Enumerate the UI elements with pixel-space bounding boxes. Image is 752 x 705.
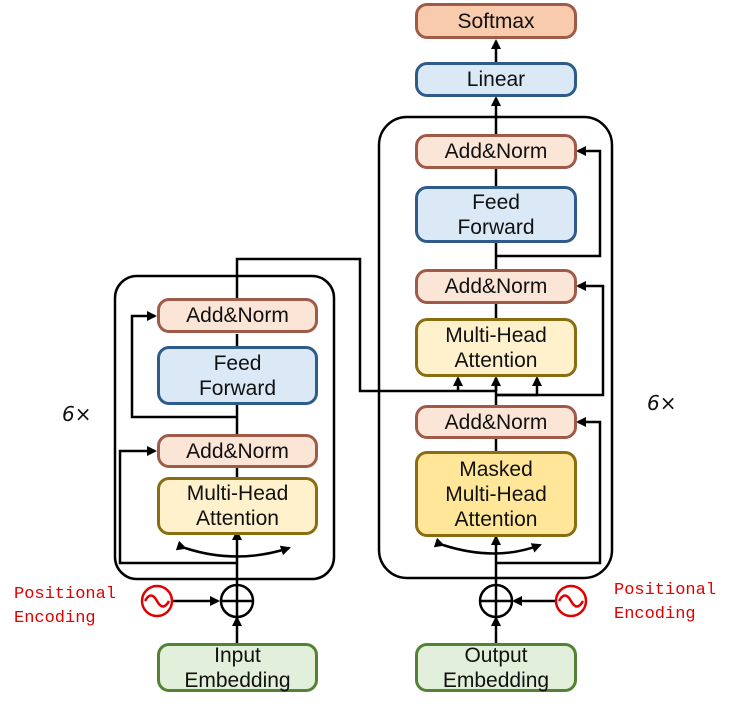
dec-residual-2 (496, 281, 605, 397)
encoder-feed-forward-box: Feed Forward (157, 346, 318, 405)
output-embedding-label: Output Embedding (442, 643, 550, 692)
input-embedding-box: Input Embedding (157, 643, 318, 692)
decoder-add-norm-2-box: Add&Norm (415, 269, 577, 304)
decoder-add-norm-1-box: Add&Norm (415, 405, 577, 439)
enc-attention-fan (175, 540, 291, 558)
enc-residual-2 (130, 311, 237, 419)
encoder-add-norm-1-box: Add&Norm (157, 434, 318, 468)
linear-box: Linear (415, 62, 577, 97)
encoder-add-norm-2-box: Add&Norm (157, 298, 318, 333)
decoder-feed-forward-box: Feed Forward (415, 186, 577, 243)
encoder-add-norm-1-label: Add&Norm (186, 439, 289, 463)
encoder-feed-forward-label: Feed Forward (198, 351, 277, 400)
decoder-add-norm-1-label: Add&Norm (444, 410, 548, 434)
decoder-cross-attention-label: Multi-Head Attention (445, 323, 547, 372)
encoder-add-norm-2-label: Add&Norm (186, 304, 289, 327)
encoder-positional-encoding-label: Positional Encoding (14, 585, 117, 628)
encoder-adder-icon (219, 583, 255, 619)
decoder-repeat-label: 6× (647, 391, 677, 415)
dec-query-path (496, 376, 542, 397)
encoder-block-frame (113, 274, 336, 581)
decoder-add-norm-3-label: Add&Norm (444, 140, 548, 163)
decoder-feed-forward-label: Feed Forward (457, 190, 535, 239)
softmax-label: Softmax (457, 9, 535, 33)
input-embedding-label: Input Embedding (184, 643, 291, 692)
encoder-attention-box: Multi-Head Attention (157, 477, 318, 535)
decoder-masked-attention-label: Masked Multi-Head Attention (445, 457, 547, 531)
decoder-cross-attention-box: Multi-Head Attention (415, 318, 577, 377)
encoder-positional-encoding-icon (140, 584, 174, 618)
dec-masked-fan (433, 537, 542, 555)
decoder-positional-encoding-label: Positional Encoding (614, 581, 717, 624)
encoder-repeat-label: 6× (62, 402, 92, 426)
linear-label: Linear (466, 68, 526, 91)
decoder-add-norm-2-label: Add&Norm (444, 275, 548, 298)
decoder-positional-encoding-icon (554, 584, 588, 618)
softmax-box: Softmax (415, 3, 577, 39)
enc-residual-1 (118, 446, 237, 565)
output-embedding-box: Output Embedding (415, 643, 577, 692)
decoder-add-norm-3-box: Add&Norm (415, 134, 577, 169)
dec-residual-3 (496, 146, 602, 258)
encoder-attention-label: Multi-Head Attention (186, 482, 289, 530)
decoder-masked-attention-box: Masked Multi-Head Attention (415, 451, 577, 537)
dec-residual-1 (496, 417, 602, 565)
decoder-adder-icon (478, 583, 514, 619)
enc-to-decoder-link (235, 257, 496, 393)
